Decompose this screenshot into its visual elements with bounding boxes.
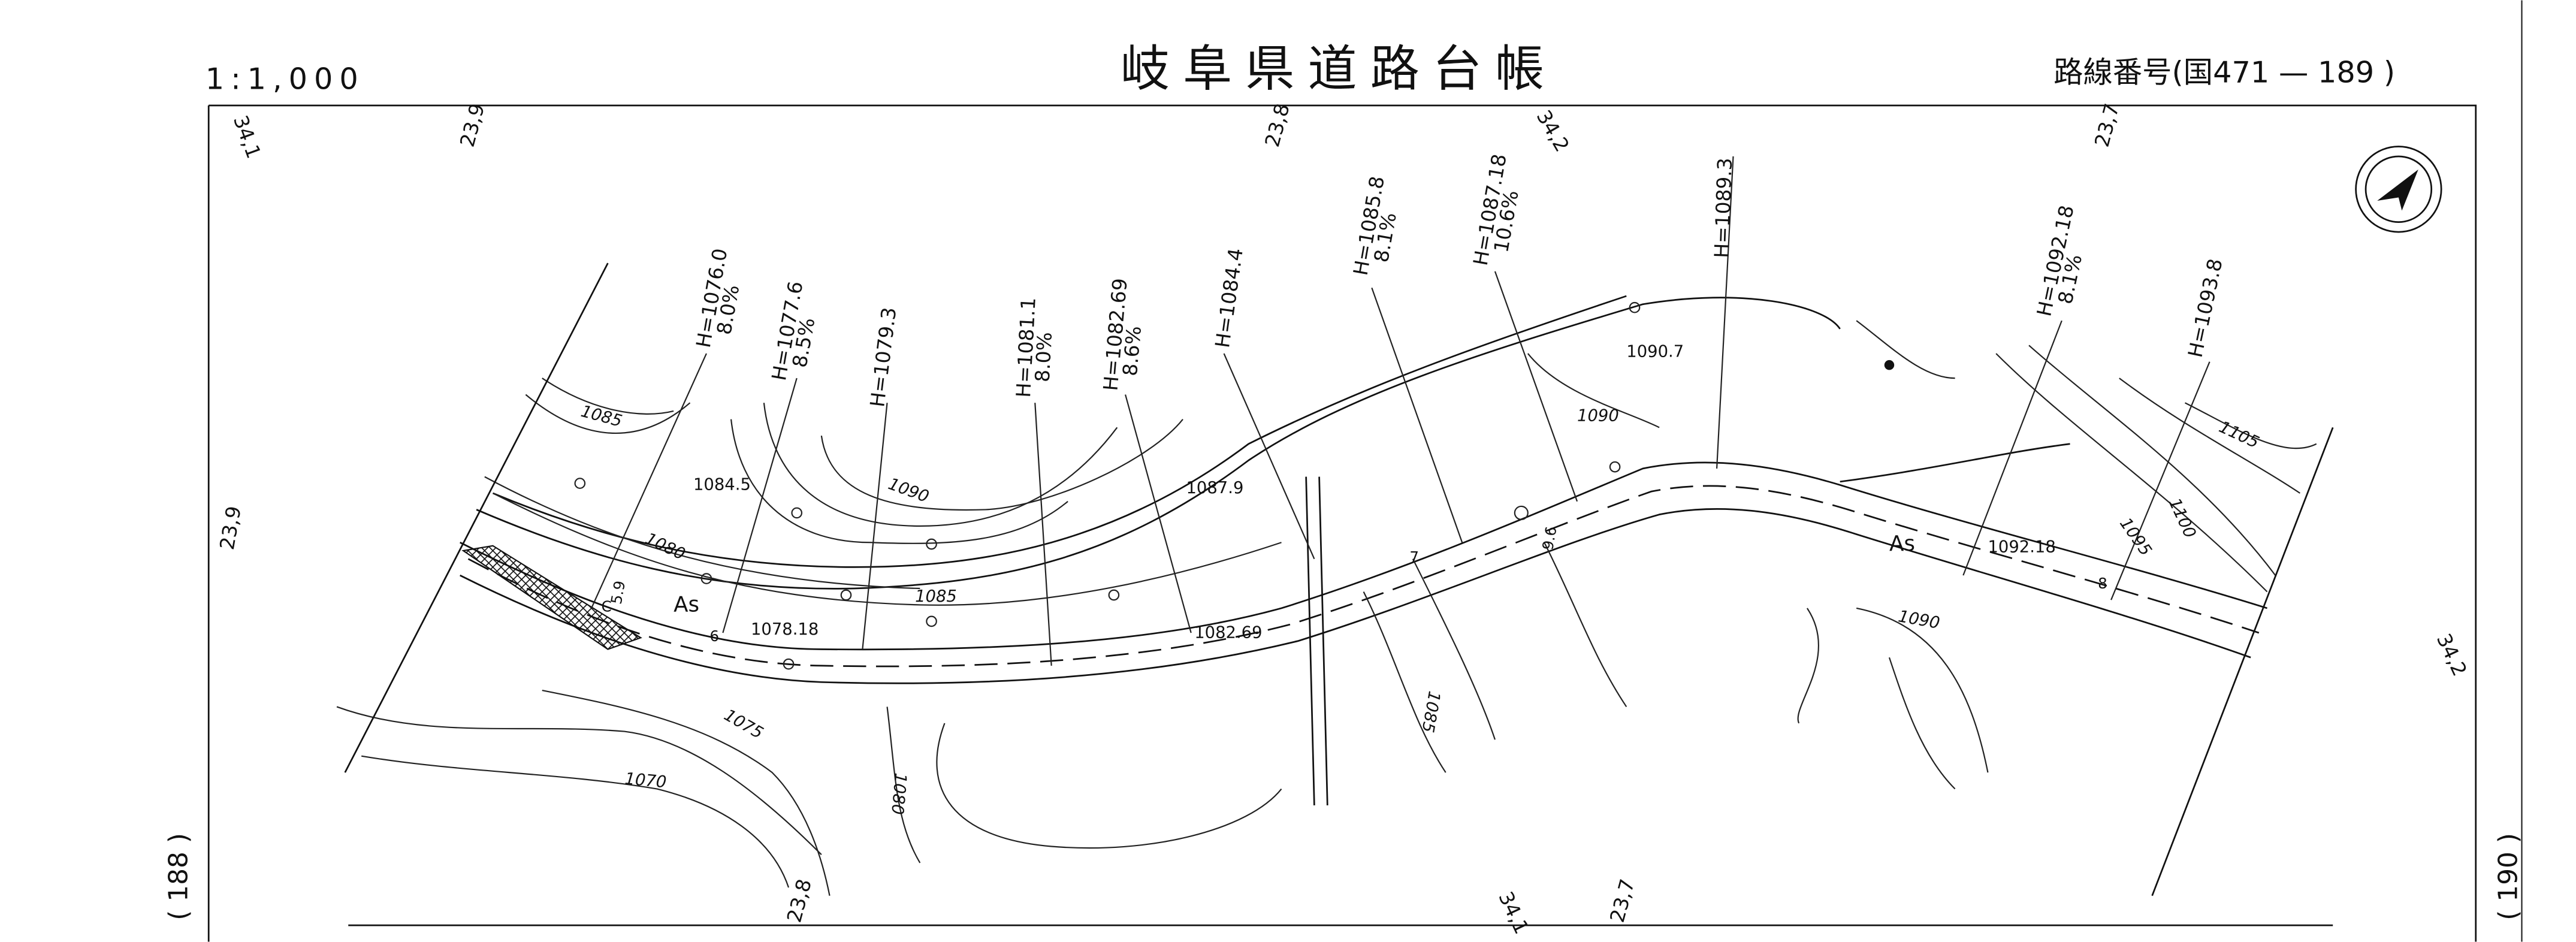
contour-label: 1090 xyxy=(886,475,931,506)
contour-label: 1090 xyxy=(1577,406,1619,425)
boundary-line xyxy=(344,262,609,773)
surface-label: As xyxy=(674,592,699,617)
boundary-line xyxy=(2151,427,2334,896)
road xyxy=(460,295,2267,805)
retaining-wall xyxy=(461,545,642,650)
contour-label: 1085 xyxy=(1418,690,1443,734)
page-title: 岐阜県道路台帳 xyxy=(1121,41,1557,98)
spot-height: 1084.5 xyxy=(693,476,751,494)
edge-label: 23,8 xyxy=(1260,101,1294,149)
map-mark: 8 xyxy=(2098,575,2107,592)
contour-lines xyxy=(336,320,2317,896)
contour-label: 1090 xyxy=(1896,607,1941,633)
spot-height: 1082.69 xyxy=(1194,623,1262,642)
station-label: H=1085.88.1% xyxy=(1349,174,1407,280)
edge-label: 34,1 xyxy=(1494,888,1533,938)
contour-label: 1085 xyxy=(579,402,624,431)
north-arrow-icon xyxy=(2355,146,2442,233)
spot-height: 1092.18 xyxy=(1988,538,2055,557)
map-frame xyxy=(207,104,2477,942)
edge-label: 23,9 xyxy=(215,504,246,551)
station-label: H=1077.68.5% xyxy=(767,279,825,385)
map-mark: 6 xyxy=(709,627,719,645)
surface-label: As xyxy=(1889,532,1915,556)
contour-label: 1075 xyxy=(721,706,766,743)
station-label: H=1089.3 xyxy=(1710,158,1737,259)
station-label: H=1087.1810.6% xyxy=(1469,152,1529,270)
adjacent-sheet-right: ( 190 ) xyxy=(2493,833,2523,920)
contour-label: 1070 xyxy=(624,769,667,792)
contour-label: 1080 xyxy=(642,530,688,564)
edge-label: 23,9 xyxy=(455,101,490,149)
station-lines xyxy=(591,156,2210,666)
map-mark: 9.6 xyxy=(1539,525,1560,551)
spot-height: 1090.7 xyxy=(1626,342,1684,361)
station-label: H=1081.18.0% xyxy=(1011,297,1058,399)
station-label: H=1079.3 xyxy=(865,306,901,409)
station-label: H=1082.698.6% xyxy=(1098,277,1149,394)
adjacent-sheet-left: ( 188 ) xyxy=(164,833,194,920)
edge-label: 23,7 xyxy=(2090,101,2124,149)
station-label: H=1093.8 xyxy=(2184,256,2227,360)
contour-label: 1105 xyxy=(2216,418,2261,452)
station-label: H=1076.08.0% xyxy=(691,247,750,353)
spot-height: 1078.18 xyxy=(751,620,819,639)
spot-height: 1087.9 xyxy=(1186,479,1244,497)
route-number: 路線番号(国471 — 189 ) xyxy=(2053,55,2395,90)
contour-label: 1085 xyxy=(915,587,957,606)
contour-label: 1080 xyxy=(887,772,910,815)
map-mark: 5.9 xyxy=(608,579,629,606)
map-mark: 7 xyxy=(1409,548,1419,566)
contour-label: 1100 xyxy=(2165,496,2200,541)
scale-label: 1:1,000 xyxy=(206,62,365,96)
station-label: H=1084.4 xyxy=(1210,247,1248,349)
vegetation-symbols xyxy=(574,301,1895,670)
edge-label: 34,2 xyxy=(2432,630,2472,680)
contour-label: 1095 xyxy=(2116,515,2155,560)
map-mark: C xyxy=(601,597,611,615)
edge-label: 23,7 xyxy=(1605,877,1639,925)
edge-label: 34,1 xyxy=(229,112,266,161)
edge-label: 34,2 xyxy=(1532,106,1574,156)
station-label: H=1092.188.1% xyxy=(2032,203,2096,322)
